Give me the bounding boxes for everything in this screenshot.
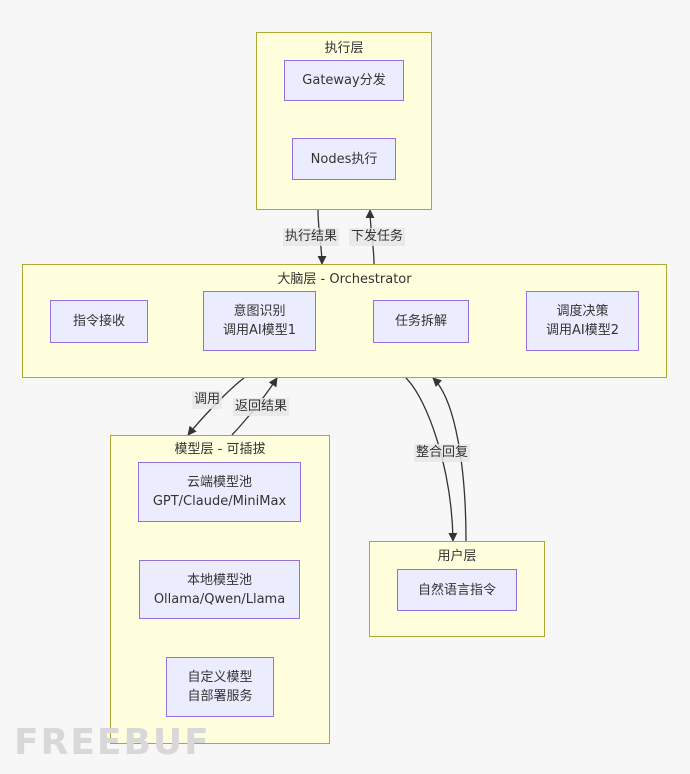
freebuf-watermark: FREEBUF (14, 722, 211, 763)
nodes-exec-label: Nodes执行 (310, 151, 378, 167)
receive-label: 指令接收 (72, 314, 125, 329)
intent-label-1: 意图识别 (233, 304, 286, 319)
custom-label-1: 自定义模型 (187, 670, 253, 685)
local-label-2: Ollama/Qwen/Llama (153, 591, 286, 607)
edge-label-exec-result: 执行结果 (283, 228, 340, 246)
cloud-label-1: 云端模型池 (186, 475, 252, 490)
model-layer-title: 模型层 - 可插拔 (174, 442, 266, 457)
local-model-pool-node[interactable]: 本地模型池 Ollama/Qwen/Llama (139, 560, 300, 619)
schedule-node[interactable]: 调度决策 调用AI模型2 (526, 291, 639, 351)
execution-layer-group: 执行层 (256, 32, 432, 210)
decompose-node[interactable]: 任务拆解 (373, 300, 469, 343)
gateway-node[interactable]: Gateway分发 (284, 60, 404, 101)
decompose-label: 任务拆解 (394, 314, 447, 329)
cloud-model-pool-node[interactable]: 云端模型池 GPT/Claude/MiniMax (138, 462, 301, 522)
custom-model-node[interactable]: 自定义模型 自部署服务 (166, 657, 274, 717)
custom-label-2: 自部署服务 (187, 689, 253, 704)
execution-layer-title: 执行层 (324, 41, 364, 56)
edge-label-dispatch: 下发任务 (349, 228, 406, 246)
gateway-label: Gateway分发 (302, 73, 386, 88)
edge-label-integrate: 整合回复 (414, 444, 471, 462)
cloud-label-2: GPT/Claude/MiniMax (152, 494, 287, 509)
local-label-1: 本地模型池 (186, 572, 252, 588)
receive-node[interactable]: 指令接收 (50, 300, 148, 343)
intent-node[interactable]: 意图识别 调用AI模型1 (203, 291, 316, 351)
nl-label: 自然语言指令 (417, 582, 496, 598)
user-layer-title: 用户层 (437, 549, 477, 564)
natural-language-node[interactable]: 自然语言指令 (397, 569, 517, 611)
edge-label-return-result: 返回结果 (233, 398, 290, 416)
schedule-label-1: 调度决策 (556, 304, 609, 319)
intent-label-2: 调用AI模型1 (223, 323, 296, 338)
brain-layer-title: 大脑层 - Orchestrator (277, 272, 412, 287)
edge-label-call: 调用 (192, 391, 223, 409)
schedule-label-2: 调用AI模型2 (546, 323, 619, 338)
nodes-exec-node[interactable]: Nodes执行 (292, 138, 396, 180)
